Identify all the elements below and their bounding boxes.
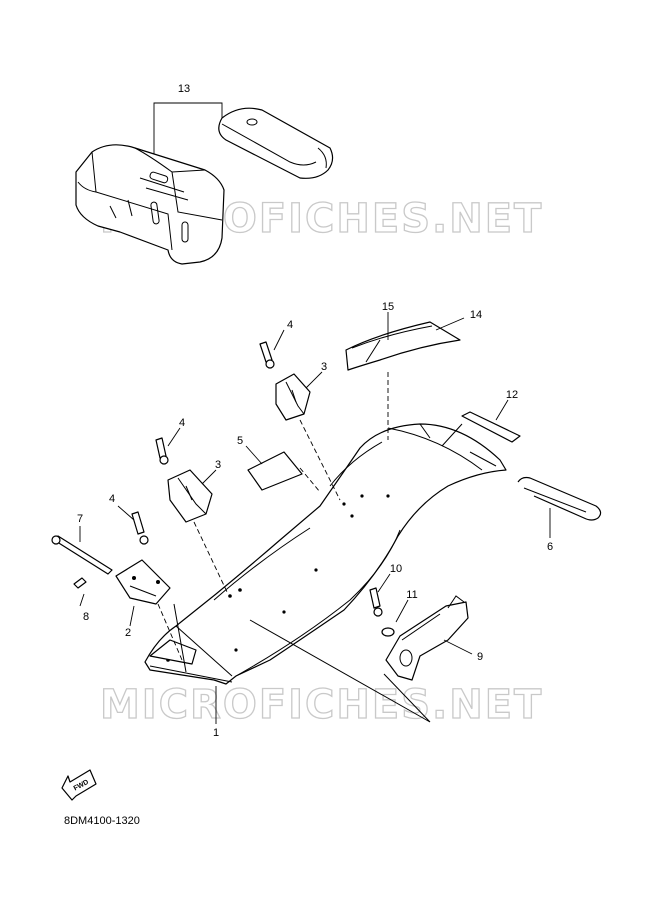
part-8-pin <box>73 577 87 589</box>
part-3-clip-middle <box>167 469 213 523</box>
callout-15: 15 <box>382 301 394 313</box>
callout-1: 1 <box>213 727 219 739</box>
callout-3-upper: 3 <box>321 361 327 373</box>
callout-4-lower: 4 <box>109 493 115 505</box>
callout-14: 14 <box>470 309 482 321</box>
part-2-bracket <box>115 559 171 605</box>
callout-4-upper: 4 <box>287 319 293 331</box>
callout-5: 5 <box>237 435 243 447</box>
callout-6: 6 <box>547 541 553 553</box>
callout-11: 11 <box>406 589 417 601</box>
part-11-nut <box>381 627 395 637</box>
callout-10: 10 <box>390 563 402 575</box>
part-10-bolt <box>369 587 383 617</box>
part-5-pad <box>247 451 303 491</box>
callout-12: 12 <box>506 389 518 401</box>
callout-7: 7 <box>77 513 83 525</box>
part-9-bracket <box>385 595 469 681</box>
part-13-cover-bag <box>75 102 334 265</box>
part-4-bolt-upper <box>259 341 275 369</box>
part-1-rear-fender <box>144 423 507 685</box>
callout-2: 2 <box>125 627 131 639</box>
callout-9: 9 <box>477 651 483 663</box>
callout-4-middle: 4 <box>179 417 185 429</box>
part-12-strip <box>461 411 521 443</box>
fwd-arrow-icon: FWD <box>61 769 97 801</box>
part-4-bolt-middle <box>155 437 169 465</box>
part-4-bolt-lower <box>131 511 149 545</box>
drawing-code: 8DM4100-1320 <box>64 815 140 827</box>
part-7-bolt-long <box>51 535 113 575</box>
callout-13: 13 <box>178 83 190 95</box>
watermark-bottom: MICROFICHES.NET <box>100 682 543 728</box>
part-6-hook <box>517 476 602 521</box>
part-15-decal <box>345 321 461 371</box>
callout-3-middle: 3 <box>215 459 221 471</box>
callout-8: 8 <box>83 611 89 623</box>
part-3-clip-upper <box>275 373 311 421</box>
